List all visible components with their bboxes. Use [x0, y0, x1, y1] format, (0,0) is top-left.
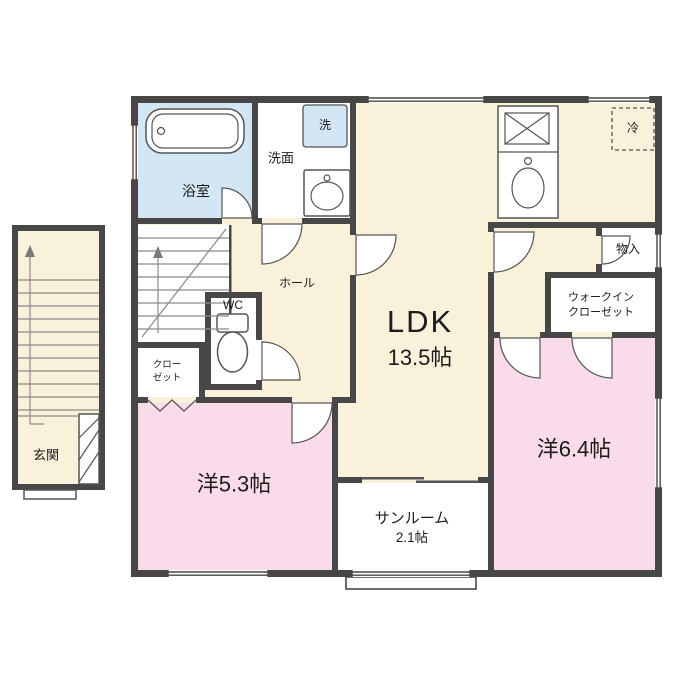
- bifold-closet-door: [147, 399, 197, 412]
- storage-label: 物入: [615, 242, 641, 257]
- vanity-sink-icon: [303, 169, 351, 217]
- bath-label: 浴室: [182, 182, 210, 199]
- room-bedroom-right-area: [494, 338, 655, 570]
- window-sunroom-bottom: [345, 570, 477, 590]
- internal-stairs: [138, 228, 229, 338]
- walk-in-closet-label-line2: クローゼット: [568, 306, 634, 318]
- sliding-door-sunroom: [362, 476, 478, 484]
- external-stair-block: [12, 225, 105, 500]
- walk-in-closet-label-line1: ウォークイン: [568, 291, 634, 304]
- ldk-label: LDK 13.5帖: [387, 302, 453, 372]
- sunroom-name: サンルーム: [374, 510, 450, 528]
- closet-label-line1: クロー: [152, 359, 182, 371]
- walk-in-closet-label: ウォークイン クローゼット: [568, 290, 634, 319]
- room-wic-area: [551, 278, 655, 332]
- sunroom-size: 2.1帖: [395, 529, 429, 545]
- window-kitchen-top: [587, 96, 651, 103]
- door-arc-storage: [601, 235, 631, 265]
- washer-label: 洗: [318, 118, 332, 133]
- refrigerator-box: [611, 107, 655, 151]
- interior-walls: [138, 103, 655, 570]
- kitchen-counter-icon: [497, 105, 559, 219]
- fridge-label: 冷: [626, 121, 640, 136]
- ldk-name: LDK: [386, 304, 454, 340]
- wc-label: WC: [223, 298, 243, 313]
- door-arc-washroom: [261, 223, 303, 265]
- closet-label-line2: ゼット: [152, 372, 182, 383]
- closet-label: クロー ゼット: [153, 359, 182, 384]
- bedroom-left-label: 洋5.3帖: [196, 471, 272, 497]
- window-bedroom-right: [655, 397, 662, 489]
- window-bedroom-left-bottom: [167, 570, 269, 577]
- window-bath-left: [131, 124, 138, 181]
- bedroom-right-label: 洋6.4帖: [536, 436, 612, 462]
- room-sunroom-area: [338, 483, 488, 570]
- window-storage-side: [655, 233, 662, 269]
- sunroom-label: サンルーム 2.1帖: [375, 509, 450, 547]
- door-arc-bedroom-right: [499, 337, 541, 379]
- external-stairs: [18, 279, 99, 417]
- entrance-label: 玄関: [32, 447, 60, 463]
- door-arc-bath: [221, 187, 253, 219]
- door-arc-ldk: [355, 234, 397, 276]
- entrance-door: [78, 413, 100, 485]
- up-arrow-icon: [25, 245, 44, 425]
- entrance-step: [23, 489, 77, 500]
- toilet-icon: [216, 313, 249, 373]
- door-arcs: [221, 187, 631, 444]
- room-closet-area: [138, 348, 199, 397]
- door-arc-bedroom-left: [291, 402, 333, 444]
- bathtub-icon: [145, 108, 245, 154]
- door-arc-wc: [261, 341, 301, 381]
- door-arc-wic: [571, 337, 613, 379]
- kitchen-sink-icon: [511, 167, 545, 209]
- hall-label: ホール: [278, 276, 316, 291]
- washing-machine-icon: [302, 104, 348, 148]
- door-arc-corridor: [493, 231, 535, 273]
- window-ldk-top: [367, 96, 485, 103]
- washroom-label: 洗面: [267, 150, 295, 166]
- ldk-size: 13.5帖: [387, 344, 453, 370]
